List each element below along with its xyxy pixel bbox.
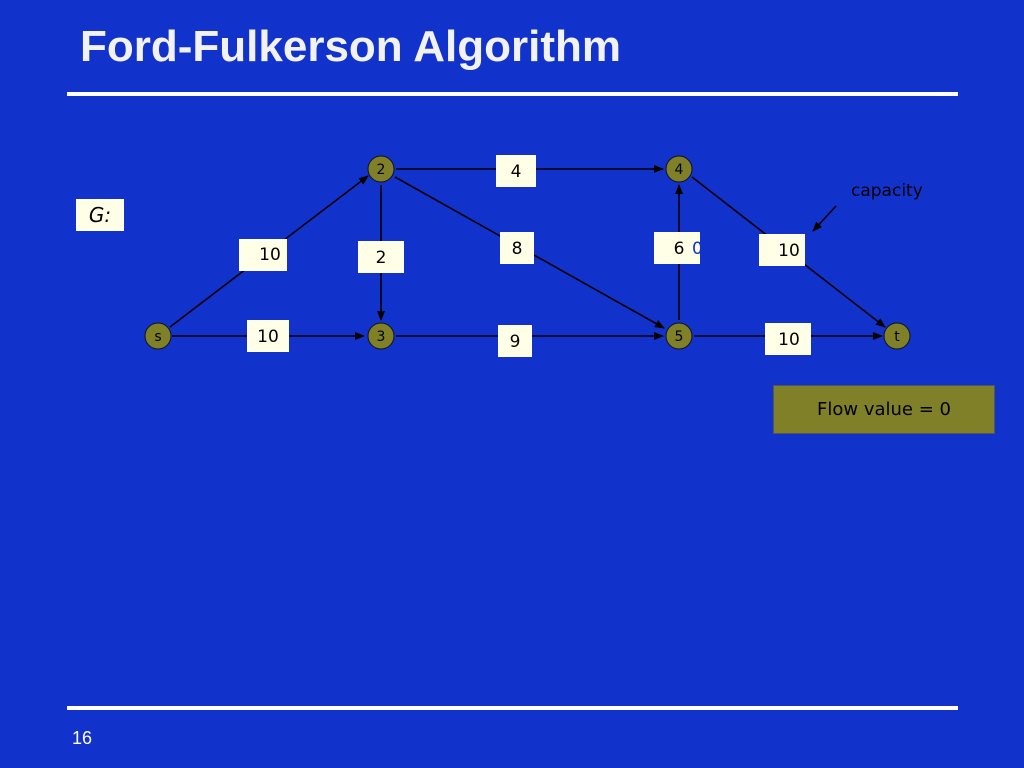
capacity-annotation: capacity — [851, 181, 923, 201]
partial-flow-glyph: 0 — [692, 239, 703, 259]
capacity-value: 10 — [259, 245, 281, 265]
capacity-label-2-4: 4 — [496, 155, 536, 187]
node-label: t — [894, 329, 900, 345]
node-4: 4 — [665, 155, 693, 183]
capacity-label-2-5: 8 — [500, 232, 534, 264]
slide-title: Ford-Fulkerson Algorithm — [80, 22, 622, 71]
graph-name-label: G: — [76, 199, 124, 231]
node-3: 3 — [367, 322, 395, 350]
capacity-value: 10 — [778, 241, 800, 261]
footer-divider — [67, 706, 958, 710]
capacity-label-5-t: 10 — [765, 323, 811, 355]
node-label: 3 — [377, 329, 386, 345]
capacity-value: 2 — [376, 248, 387, 268]
capacity-value: 4 — [511, 162, 522, 182]
capacity-label-4-t: 10 — [759, 234, 805, 266]
node-5: 5 — [665, 322, 693, 350]
capacity-label-3-5: 9 — [498, 325, 532, 357]
node-2: 2 — [367, 155, 395, 183]
flow-value-box: Flow value = 0 — [773, 385, 995, 434]
slide-number: 16 — [72, 728, 93, 748]
node-label: 5 — [675, 329, 684, 345]
capacity-label-s-2: 10 — [239, 239, 287, 271]
node-label: 2 — [377, 162, 386, 178]
graph-name-text: G: — [88, 203, 112, 227]
capacity-value: 10 — [778, 330, 800, 350]
node-label: 4 — [675, 162, 684, 178]
capacity-label-5-4: 6 0 — [654, 232, 703, 264]
capacity-value: 8 — [512, 239, 523, 259]
capacity-label-2-3: 2 — [358, 241, 404, 273]
node-s: s — [144, 322, 172, 350]
capacity-value: 6 — [674, 239, 685, 259]
capacity-pointer-arrow — [812, 205, 837, 232]
capacity-value: 9 — [510, 332, 521, 352]
capacity-label-s-3: 10 — [247, 320, 289, 352]
node-label: s — [154, 329, 161, 345]
node-t: t — [883, 322, 911, 350]
capacity-value: 10 — [257, 327, 279, 347]
title-divider — [67, 92, 958, 96]
